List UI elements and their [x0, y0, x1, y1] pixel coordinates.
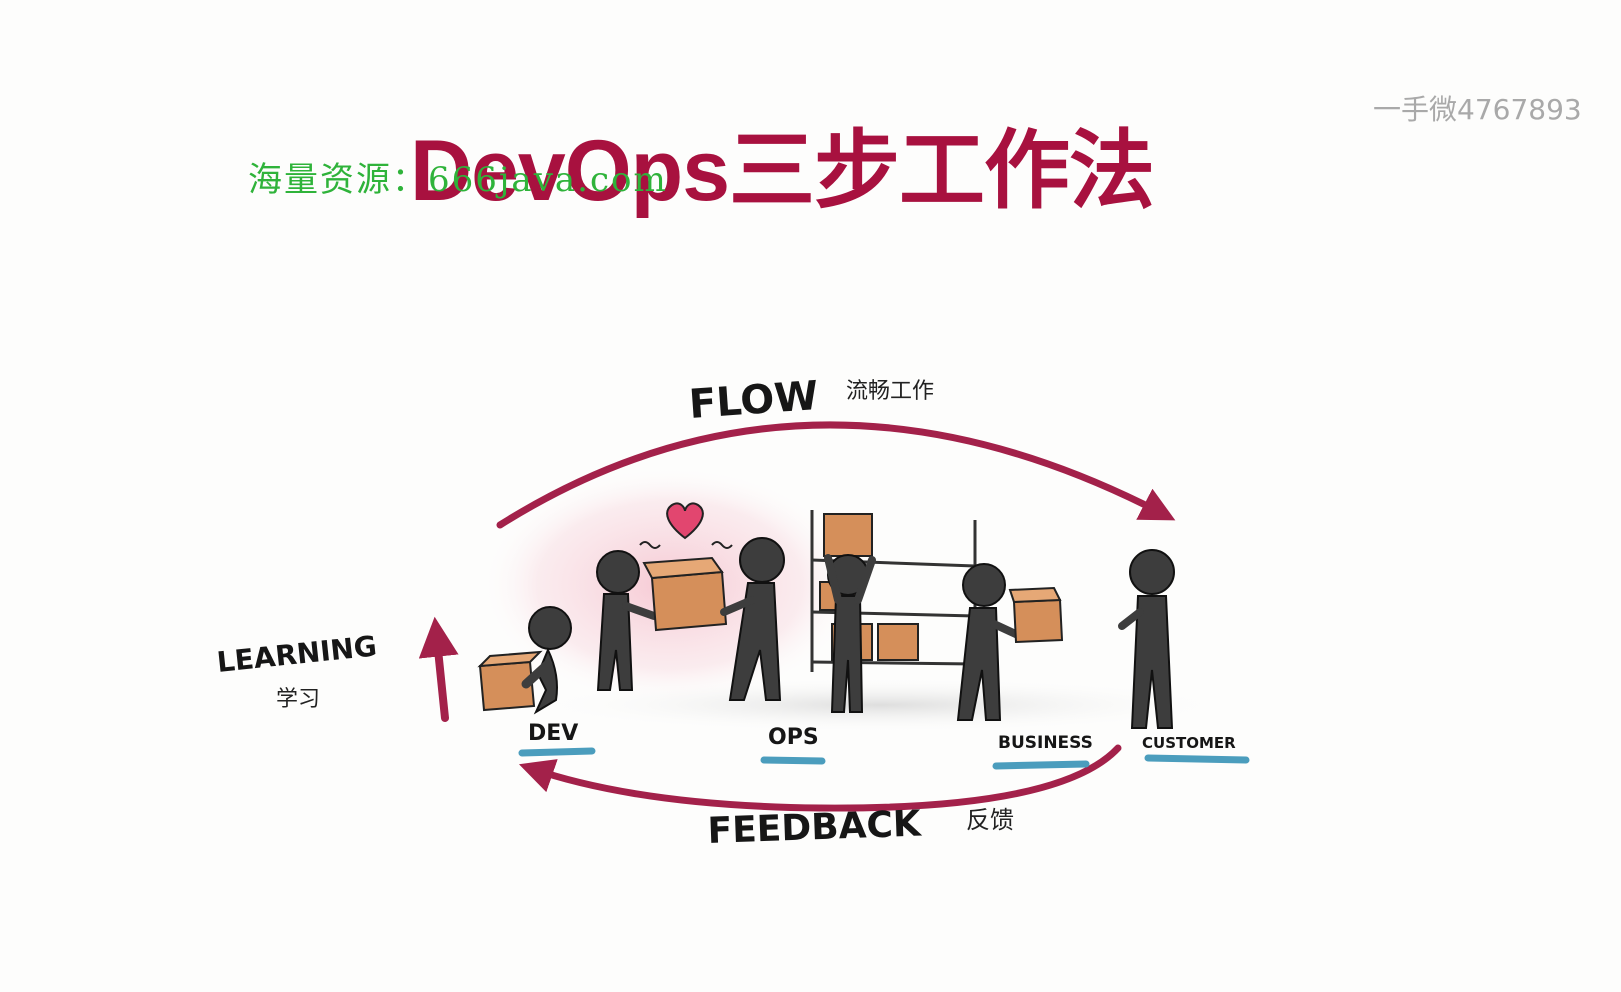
- watermark-left: 海量资源：666java.com: [248, 160, 668, 200]
- stage-label-ops: OPS: [768, 725, 819, 750]
- ops-figure: [824, 554, 876, 713]
- slide-title: DevOps三步工作法: [410, 123, 1155, 219]
- watermark-right: 一手微4767893: [1373, 93, 1582, 126]
- flow-label: FLOW: [687, 373, 819, 428]
- stage-label-business: BUSINESS: [998, 733, 1093, 753]
- flow-arrow: [496, 421, 1176, 529]
- business-figure: [956, 563, 1024, 721]
- heart-icon: [639, 502, 733, 549]
- learning-label: LEARNING: [215, 629, 378, 679]
- stage-label-dev: DEV: [528, 721, 578, 746]
- feedback-label-cn: 反馈: [966, 806, 1014, 834]
- dev-figure: [477, 606, 572, 715]
- stage-underline-customer: [1144, 754, 1250, 764]
- stage-underline-business: [992, 760, 1090, 770]
- feedback-arrow: [518, 744, 1122, 812]
- customer-figure: [1118, 549, 1175, 729]
- dev-box: [477, 650, 543, 712]
- feedback-label: FEEDBACK: [707, 804, 923, 852]
- ground-shadow: [520, 677, 1240, 733]
- handover-box: [642, 556, 728, 632]
- stage-label-customer: CUSTOMER: [1142, 734, 1236, 752]
- stage-underline-dev: [518, 747, 596, 757]
- handover-figure-right: [720, 537, 785, 701]
- learning-label-cn: 学习: [276, 687, 320, 712]
- learning-arrow: [418, 616, 459, 722]
- flow-label-cn: 流畅工作: [846, 379, 934, 404]
- handover-figure-left: [596, 550, 658, 691]
- business-box: [1008, 586, 1064, 644]
- stage-underline-ops: [760, 756, 826, 765]
